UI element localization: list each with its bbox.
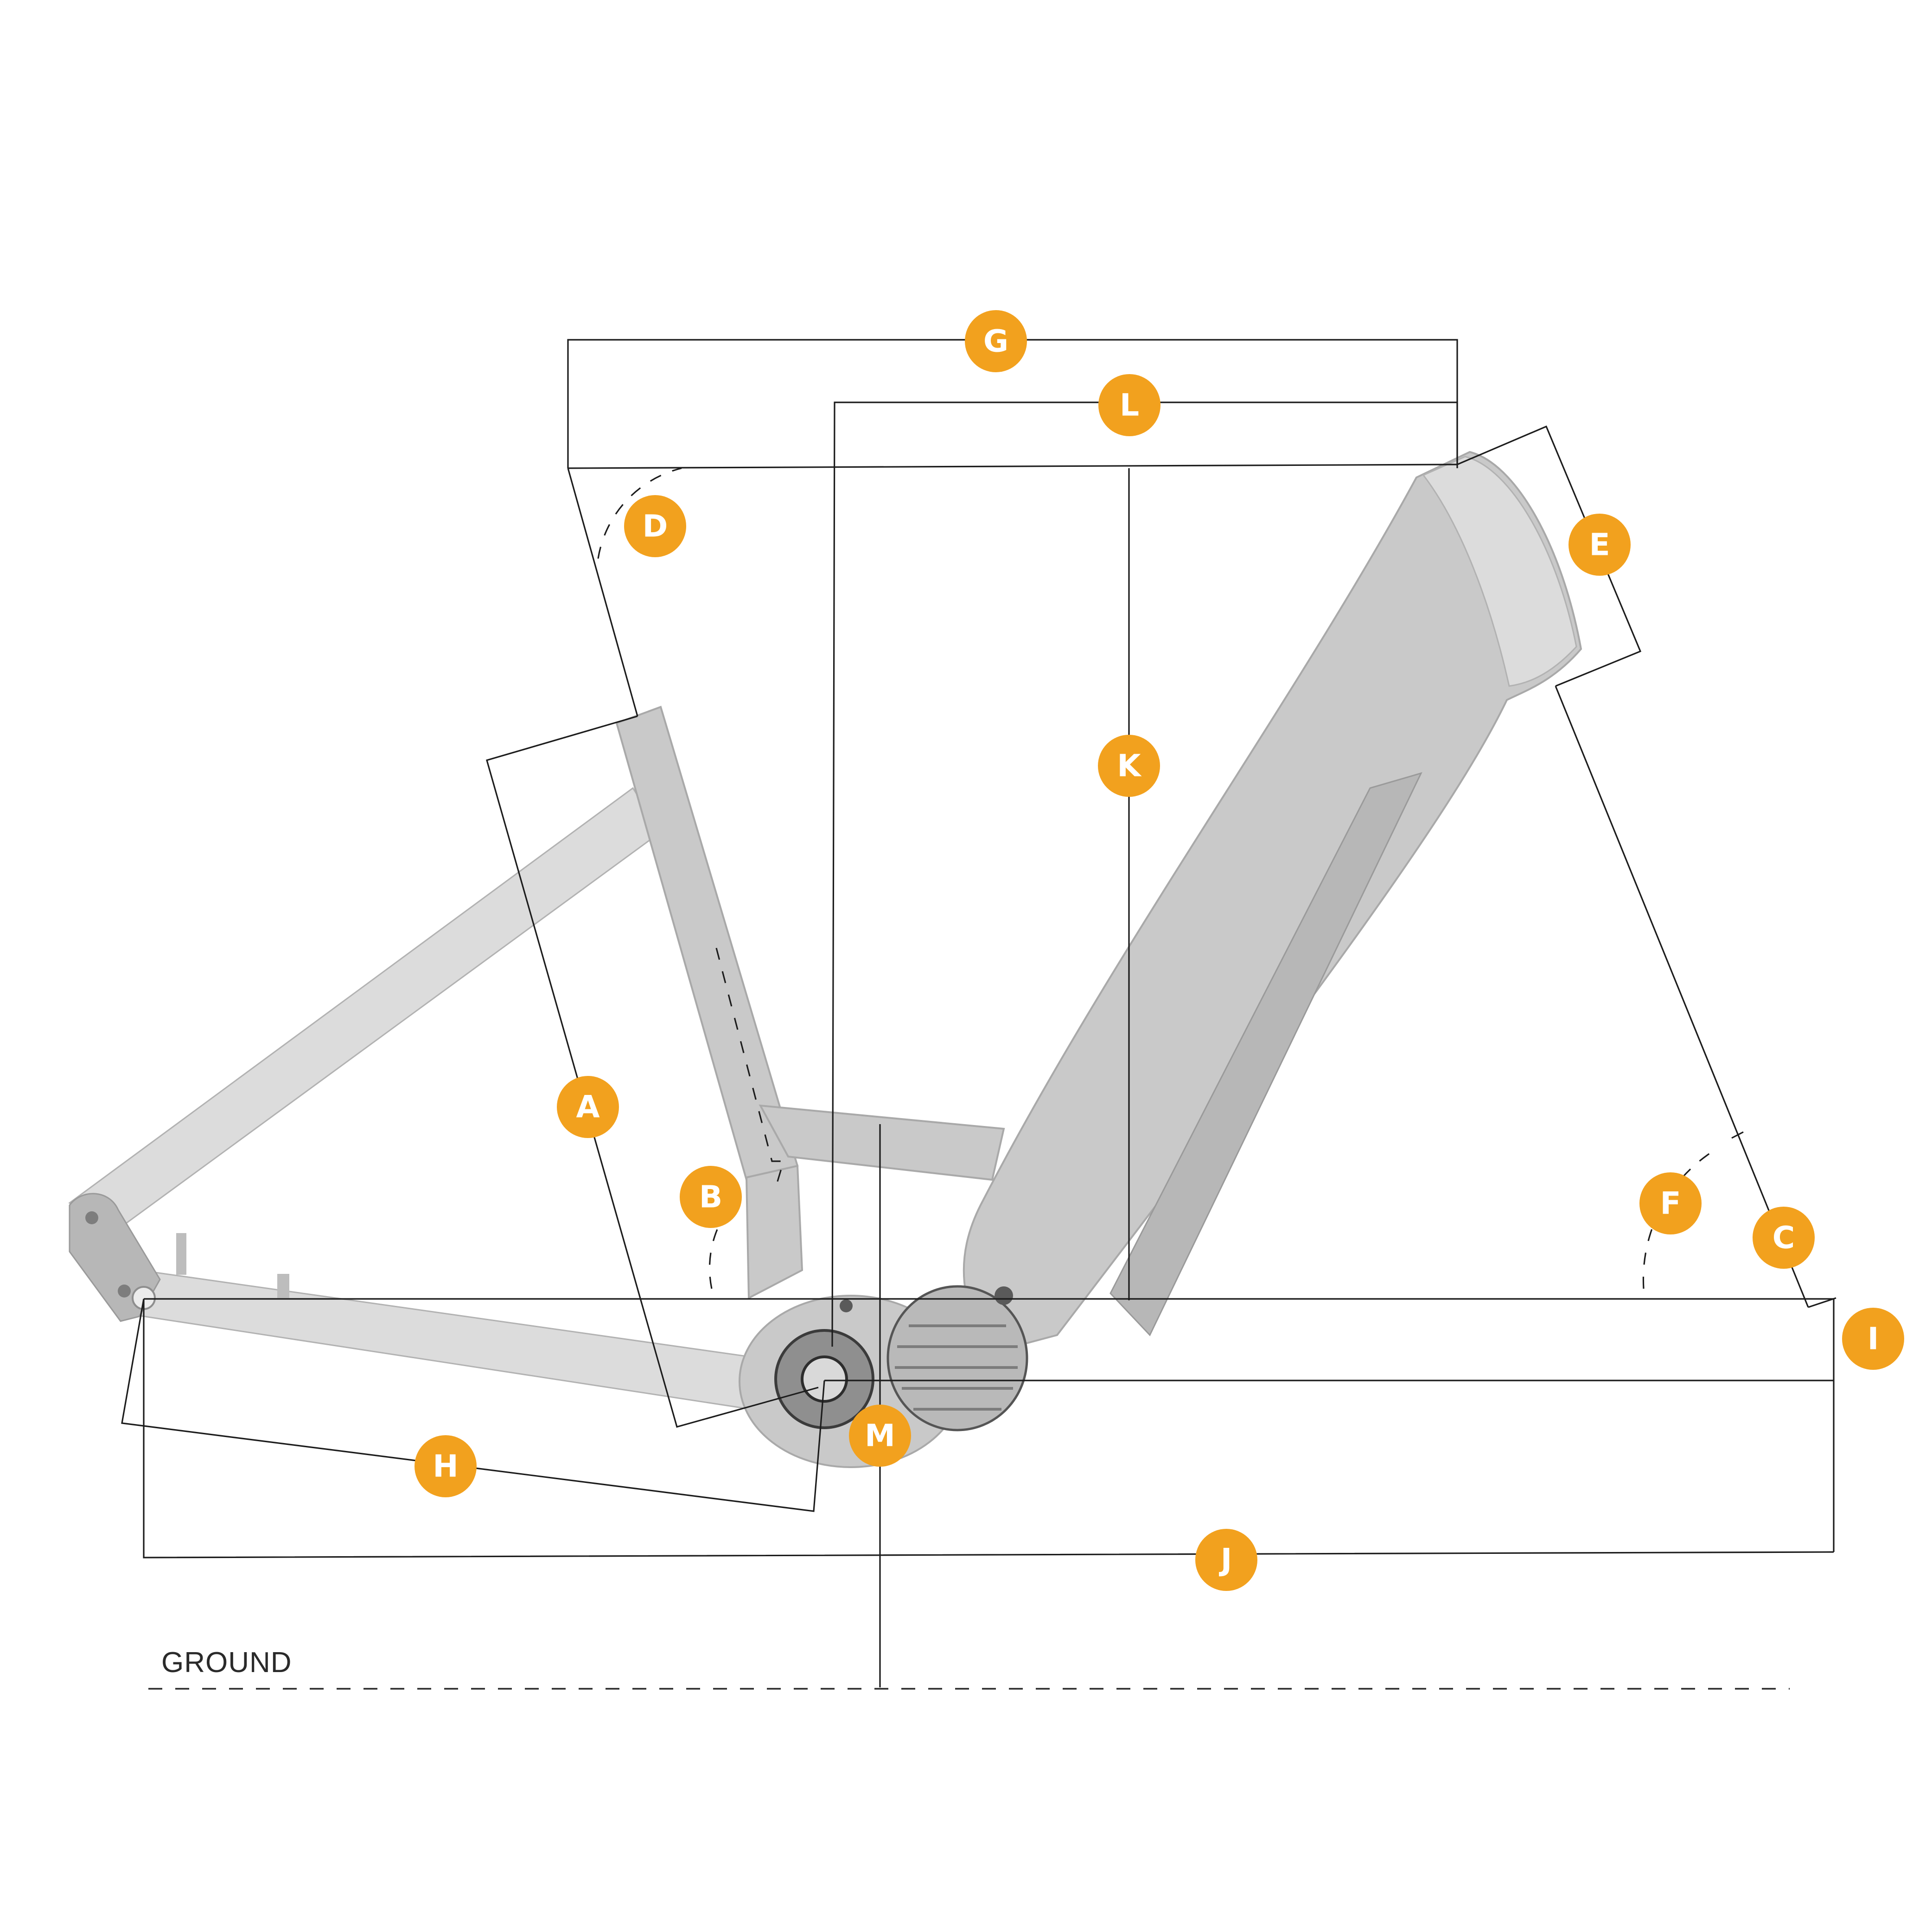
bb-bolt xyxy=(840,1299,853,1312)
badge-H: H xyxy=(414,1435,477,1497)
seat-stay xyxy=(68,787,662,1232)
badge-F: F xyxy=(1639,1172,1702,1234)
lower-top-tube xyxy=(759,1104,1005,1181)
badge-circle xyxy=(1569,514,1631,576)
badge-C: C xyxy=(1753,1207,1815,1269)
dim-line-c-mark xyxy=(1731,1131,1744,1139)
head-tube xyxy=(1422,456,1577,687)
badge-E: E xyxy=(1569,514,1631,576)
badge-circle xyxy=(965,310,1027,372)
stay-mount xyxy=(176,1233,186,1275)
badge-M: M xyxy=(849,1405,911,1467)
dim-line-j xyxy=(143,1299,1834,1558)
badge-circle xyxy=(414,1435,477,1497)
badge-I: I xyxy=(1842,1308,1904,1370)
badge-circle xyxy=(624,495,686,557)
badge-G: G xyxy=(965,310,1027,372)
badge-label: D xyxy=(643,509,668,544)
badge-circle xyxy=(1098,374,1160,436)
badge-label: E xyxy=(1589,527,1610,563)
stack-top-reference xyxy=(567,464,1458,469)
badge-B: B xyxy=(680,1166,742,1228)
badge-label: J xyxy=(1219,1542,1232,1578)
badge-circle xyxy=(1639,1172,1702,1234)
motor-bolt xyxy=(995,1286,1013,1305)
badge-K: K xyxy=(1098,735,1160,797)
badge-circle xyxy=(680,1166,742,1228)
battery-cover xyxy=(1109,772,1422,1336)
angle-arc-b xyxy=(708,1195,740,1289)
dropout-bolt xyxy=(85,1211,98,1224)
badge-A: A xyxy=(557,1076,619,1138)
drive-motor xyxy=(886,1285,1028,1431)
badge-circle xyxy=(557,1076,619,1138)
badge-label: C xyxy=(1773,1220,1795,1256)
seat-tube-lower xyxy=(745,1164,803,1300)
crank-spindle xyxy=(801,1355,848,1403)
stay-mount-2 xyxy=(277,1274,289,1298)
dimension-lines xyxy=(121,339,1836,1690)
badge-D: D xyxy=(624,495,686,557)
chain-stay xyxy=(122,1267,761,1410)
badge-circle xyxy=(1195,1529,1257,1591)
badge-circle xyxy=(849,1405,911,1467)
bike-frame xyxy=(68,451,1582,1468)
badge-circle xyxy=(1842,1308,1904,1370)
badge-label: K xyxy=(1117,748,1142,784)
badge-label: B xyxy=(699,1179,722,1215)
badge-circle xyxy=(1098,735,1160,797)
badge-J: J xyxy=(1195,1529,1257,1591)
dim-line-b xyxy=(715,948,785,1185)
badge-label: A xyxy=(576,1089,599,1125)
dim-line-d xyxy=(567,468,638,717)
badge-label: H xyxy=(433,1449,458,1484)
badge-label: M xyxy=(865,1418,895,1454)
badge-label: I xyxy=(1868,1321,1879,1357)
axle-bolt xyxy=(118,1285,131,1298)
badge-label: G xyxy=(983,324,1008,359)
badge-label: F xyxy=(1660,1186,1681,1221)
dim-line-c xyxy=(1555,686,1809,1308)
badge-circle xyxy=(1753,1207,1815,1269)
badge-label: L xyxy=(1120,388,1139,423)
badge-L: L xyxy=(1098,374,1160,436)
ground-label: GROUND xyxy=(161,1647,292,1679)
